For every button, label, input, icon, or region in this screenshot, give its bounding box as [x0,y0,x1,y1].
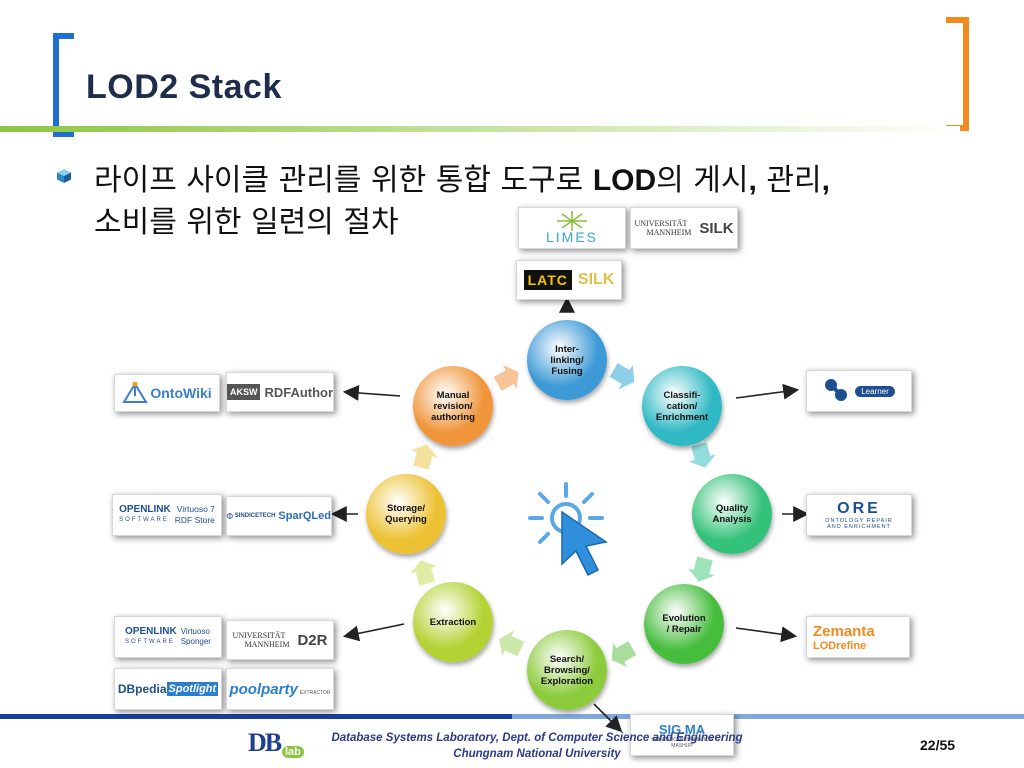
node-extraction: Extraction [413,582,493,662]
arrow-to-learner [735,383,800,400]
dbpedia-spotlight-logo: DBpedia Spotlight [114,668,222,710]
cycle-block-arrows [409,363,717,668]
ore-sub2-text: AND ENRICHMENT [827,524,891,530]
block-arrow-1 [609,363,635,390]
learner-text: Learner [855,385,895,397]
ore-sub1-text: ONTOLOGY REPAIR [825,518,893,524]
extractor-text: EXTRACTOR [299,690,331,696]
mannheim-univ-text: UNIVERSITÄT [634,219,688,228]
mannheim-city-text-2: MANNHEIM [244,640,290,649]
node-manual-revision: Manual revision/ authoring [413,366,493,446]
rdfstore-text: RDF Store [174,515,215,525]
sponger-text: Sponger [180,637,211,646]
silk-text-1: SILK [699,219,734,237]
silk-mannheim-logo: UNIVERSITÄT MANNHEIM SILK [630,207,738,249]
mannheim-city-text: MANNHEIM [646,228,692,237]
sigma-text: SIG.MA [658,721,706,737]
sindicetech-s-icon [227,513,233,519]
footer-line2: Chungnam National University [453,748,621,760]
bullet-line1-part3: 관리 [756,163,822,198]
footer-rule [0,714,1024,719]
software-text-2: SOFTWARE [125,639,175,645]
zemanta-text: Zemanta [813,622,875,640]
dbpedia-text: DBpedia [117,682,167,696]
ontowiki-graph-icon [122,382,149,403]
openlink-text-1: OPENLINK [119,504,171,515]
click-cursor-icon [528,482,608,577]
ontowiki-text: OntoWiki [150,385,212,401]
sigma-logo: SIG.MA SEMANTIC INFORMATION MASHUP [630,714,734,756]
block-arrow-5 [499,630,525,657]
silk-text-2: SILK [577,271,615,288]
left-bracket [53,33,74,137]
sigma-sub1-text: SEMANTIC INFORMATION [651,736,713,743]
bullet-comma2: , [821,164,830,197]
node-quality-analysis: Quality Analysis [692,474,772,554]
node-classification: Classifi- cation/ Enrichment [642,366,722,446]
poolparty-text: poolparty [229,680,298,698]
openlink-virtuoso7-logo: OPENLINK SOFTWARE Virtuoso 7 RDF Store [112,494,222,536]
latc-silk-logo: LATC SILK [516,260,622,300]
ore-logo: ORE ONTOLOGY REPAIR AND ENRICHMENT [806,494,912,536]
sigma-sub2-text: MASHUP [671,742,693,749]
block-arrow-7 [410,444,439,470]
dl-learner-icon [825,379,848,401]
poolparty-logo: poolparty EXTRACTOR [226,668,334,710]
title-rule [0,126,960,132]
arrow-to-ontowiki [342,384,401,401]
footer-affiliation: Database Systems Laboratory, Dept. of Co… [300,730,774,762]
bullet-lod: LOD [592,164,657,197]
footer-line1: Database Systems Laboratory, Dept. of Co… [331,732,743,744]
sparqled-text: SparQLed [278,510,331,522]
rdfauthor-text: RDFAuthor [264,384,334,400]
d2r-mannheim-logo: UNIVERSITÄT MANNHEIM D2R [226,620,334,660]
virtuoso-text: Virtuoso [180,627,210,636]
block-arrow-2 [688,442,717,468]
node-storage-querying: Storage/ Querying [366,474,446,554]
cube-bullet-icon [57,169,71,183]
d2r-text: D2R [297,631,328,649]
virtuoso7-text: Virtuoso 7 [176,504,215,514]
block-arrow-8 [493,364,519,391]
arrow-to-zemanta [735,626,798,643]
ontowiki-logo: OntoWiki [114,374,220,412]
zemanta-lodrefine-logo: Zemanta LODrefine [806,616,910,658]
dl-learner-logo: Learner [806,370,912,412]
block-arrow-4 [611,641,637,668]
page-number: 22/55 [920,737,956,753]
mannheim-univ-text-2: UNIVERSITÄT [232,631,286,640]
node-evolution-repair: Evolution / Repair [644,584,724,664]
db-lab-logo-sub: lab [282,746,304,758]
db-lab-logo-text: DB [248,728,282,757]
limes-star-icon [557,211,587,231]
slide-title: LOD2 Stack [86,68,282,106]
arrow-to-sigma [593,703,623,733]
arrow-to-d2r [342,623,405,642]
sparqled-logo: SINDICETECH SparQLed [226,496,332,536]
db-lab-logo: DB lab [248,728,308,762]
lodrefine-text: LODrefine [813,639,867,652]
rdfauthor-logo: AKSW RDFAuthor [226,372,334,412]
node-interlinking: Inter- linking/ Fusing [527,320,607,400]
bullet-line1-part2: 의 게시 [656,163,749,198]
aksw-text: AKSW [227,384,261,400]
bullet-text: 라이프 사이클 관리를 위한 통합 도구로 LOD의 게시, 관리, 소비를 위… [94,160,994,244]
ore-text: ORE [837,500,881,517]
spotlight-text: Spotlight [166,682,219,696]
bullet-line2: 소비를 위한 일련의 절차 [94,205,399,240]
latc-text: LATC [523,270,572,290]
openlink-sponger-logo: OPENLINK SOFTWARE Virtuoso Sponger [114,616,222,658]
openlink-text-2: OPENLINK [125,626,177,637]
software-text-1: SOFTWARE [119,517,169,523]
block-arrow-3 [687,556,716,582]
limes-text: LIMES [545,229,598,245]
bullet-comma1: , [748,164,757,197]
sindicetech-text: SINDICETECH [234,513,276,519]
node-search-browsing: Search/ Browsing/ Exploration [527,630,607,710]
bullet-line1-part1: 라이프 사이클 관리를 위한 통합 도구로 [94,163,593,198]
limes-logo: LIMES [518,207,626,249]
block-arrow-6 [409,560,438,586]
